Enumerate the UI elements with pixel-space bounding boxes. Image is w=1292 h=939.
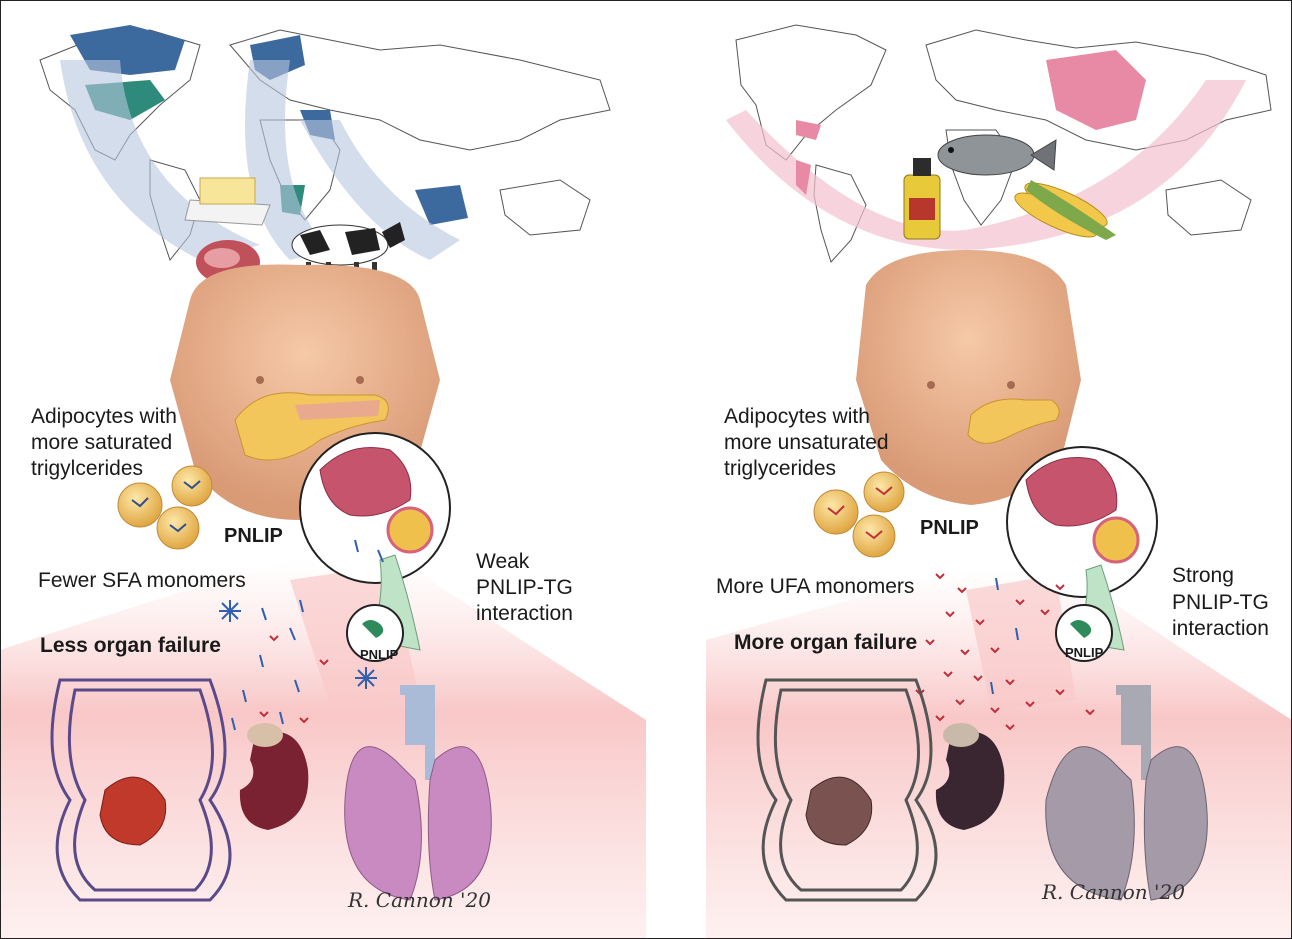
kidney-icon: [239, 723, 309, 830]
adipocytes-label-line-1: Adipocytes with: [31, 405, 177, 428]
right-panel: Adipocytes with more unsaturated triglyc…: [646, 0, 1292, 939]
adipocytes-label-line-3: trigylcerides: [31, 457, 144, 480]
left-illustration: [0, 25, 646, 939]
adipocyte-icons: [117, 465, 213, 550]
adipocytes-label-line-2: more saturated: [31, 431, 173, 454]
circulation-icon: [756, 678, 938, 902]
torso-icon: [856, 250, 1081, 505]
fish-icon: [937, 134, 1057, 176]
artist-signature: R. Cannon '20: [348, 888, 491, 912]
star-markers: [219, 600, 377, 689]
interaction-label-line-3: interaction: [1172, 617, 1269, 640]
heart-icon: [805, 776, 873, 846]
kidney-icon: [935, 723, 1005, 830]
circulation-icon: [50, 678, 232, 902]
artist-signature: R. Cannon '20: [1042, 880, 1185, 904]
monomers-label: More UFA monomers: [716, 575, 915, 598]
heart-icon: [99, 776, 167, 846]
adipocyte-icons: [813, 471, 905, 558]
lungs-icon: [344, 685, 492, 901]
adipocytes-label-line-3: triglycerides: [724, 457, 837, 480]
interaction-label-line-3: interaction: [476, 602, 573, 625]
inset-pnlip-label: PNLIP: [1065, 645, 1104, 660]
acinar-magnifier: [299, 432, 451, 662]
blue-markers: [990, 577, 1019, 695]
acinar-magnifier: [1006, 446, 1158, 662]
butter-icon: [184, 177, 271, 226]
adipocytes-label-line-2: more unsaturated: [724, 431, 889, 454]
interaction-label-line-1: Strong: [1172, 564, 1234, 587]
organ-failure-label: Less organ failure: [40, 634, 221, 657]
interaction-label-line-2: PNLIP-TG: [1172, 591, 1269, 614]
olive-oil-icon: [903, 158, 941, 240]
pancreas-icon: [967, 398, 1060, 444]
left-panel: Adipocytes with more saturated trigylcer…: [0, 25, 646, 939]
pnlip-label: PNLIP: [224, 525, 283, 547]
red-markers: [259, 635, 329, 724]
sfa-monomers: [231, 539, 384, 731]
pancreas-icon: [234, 392, 389, 461]
inset-pnlip-label: PNLIP: [360, 647, 399, 662]
pnlip-label: PNLIP: [920, 517, 979, 539]
adipocytes-label-line-1: Adipocytes with: [724, 405, 870, 428]
organ-failure-label: More organ failure: [734, 631, 918, 654]
corn-icon: [1014, 180, 1116, 240]
right-illustration: [706, 24, 1292, 939]
interaction-label-line-1: Weak: [476, 550, 530, 573]
interaction-label-line-2: PNLIP-TG: [476, 576, 573, 599]
ufa-monomers: [915, 573, 1095, 731]
monomers-label: Fewer SFA monomers: [38, 569, 246, 592]
map-regions: [726, 50, 1246, 250]
lungs-icon: [1045, 685, 1208, 901]
